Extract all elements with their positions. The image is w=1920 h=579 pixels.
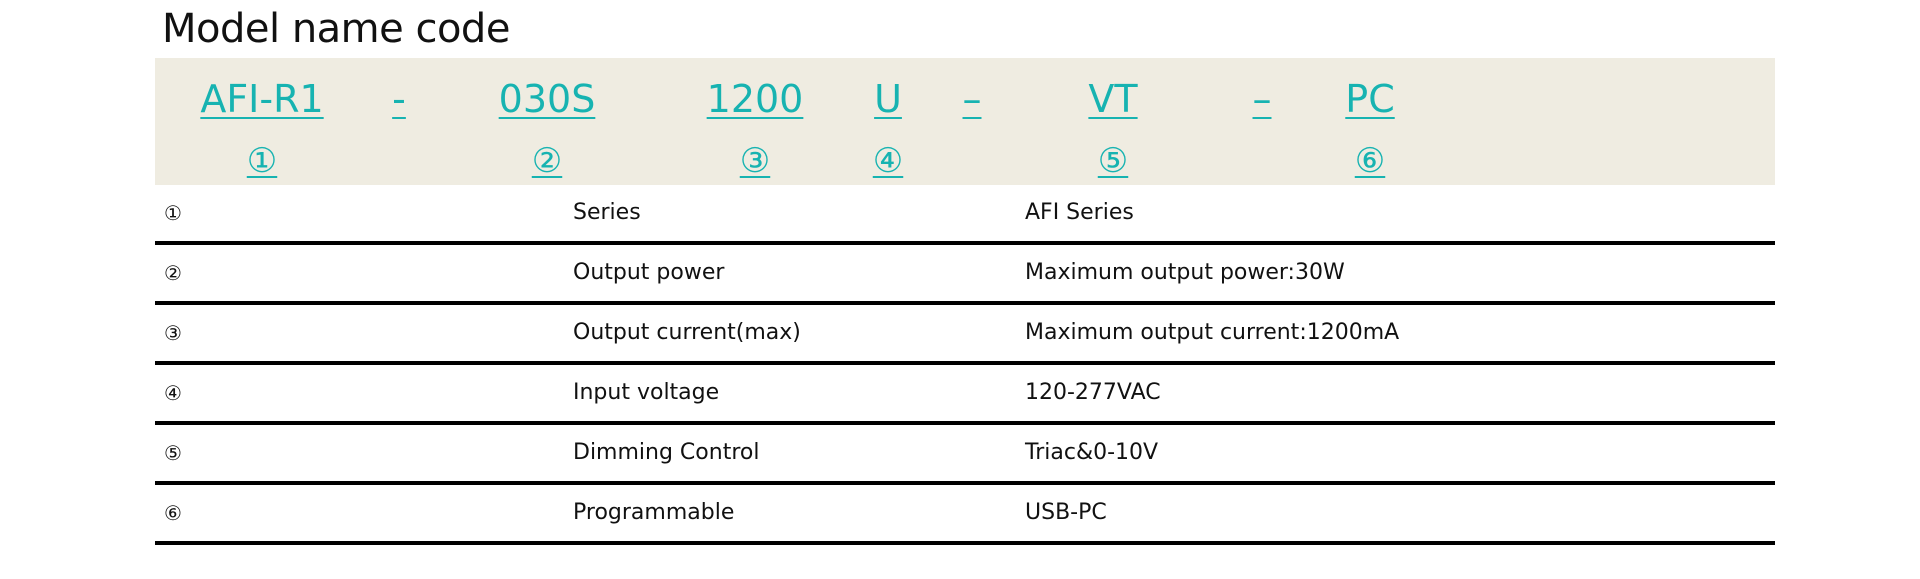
row-parameter: Output power [573,260,725,285]
row-number: ⑤ [164,441,182,465]
row-number: ④ [164,381,182,405]
code-number-4: ④ [872,141,904,181]
row-description: AFI Series [1025,200,1134,225]
code-part-series: AFI-R1 [200,77,324,121]
table-row: ⑥ Programmable USB-PC [155,485,1775,545]
code-part-voltage: U [874,77,902,121]
spec-table: ① Series AFI Series ② Output power Maxim… [155,185,1775,545]
table-row: ② Output power Maximum output power:30W [155,245,1775,305]
code-number-5: ⑤ [1097,141,1129,181]
table-row: ③ Output current(max) Maximum output cur… [155,305,1775,365]
code-separator: - [392,77,406,121]
code-separator: – [1252,77,1272,121]
code-part-programmable: PC [1345,77,1395,121]
row-parameter: Input voltage [573,380,720,405]
code-separator: – [962,77,982,121]
row-description: Triac&0-10V [1025,440,1159,465]
row-parameter: Series [573,200,641,225]
row-description: 120-277VAC [1025,380,1161,405]
code-number-2: ② [531,141,563,181]
row-description: USB-PC [1025,500,1107,525]
row-number: ② [164,261,182,285]
row-number: ③ [164,321,182,345]
row-parameter: Dimming Control [573,440,760,465]
model-code-band: AFI-R1 - 030S 1200 U – VT – PC ① ② ③ ④ ⑤… [155,58,1775,185]
table-row: ⑤ Dimming Control Triac&0-10V [155,425,1775,485]
code-part-current: 1200 [706,77,804,121]
row-description: Maximum output power:30W [1025,260,1345,285]
table-row: ① Series AFI Series [155,185,1775,245]
code-number-3: ③ [739,141,771,181]
table-row: ④ Input voltage 120-277VAC [155,365,1775,425]
code-part-dimming: VT [1088,77,1138,121]
page-title: Model name code [162,6,510,52]
code-part-power: 030S [498,77,596,121]
row-number: ⑥ [164,501,182,525]
row-description: Maximum output current:1200mA [1025,320,1400,345]
row-number: ① [164,201,182,225]
row-parameter: Output current(max) [573,320,801,345]
row-parameter: Programmable [573,500,735,525]
code-number-1: ① [246,141,278,181]
code-number-6: ⑥ [1354,141,1386,181]
